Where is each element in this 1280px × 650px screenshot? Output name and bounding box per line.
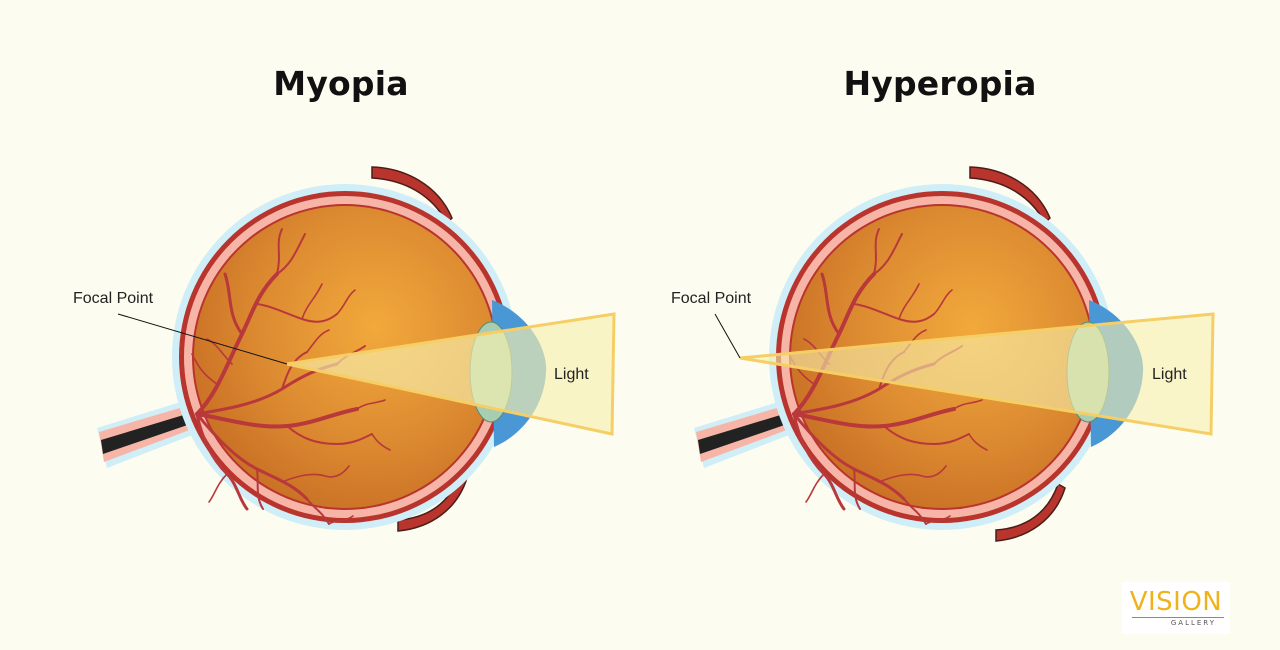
logo-sub-text: GALLERY [1132,617,1224,628]
myopia-light-label: Light [554,366,589,383]
hyperopia-eye: Focal Point Light [671,166,1215,542]
hyperopia-title: Hyperopia [843,64,1037,103]
myopia-title: Myopia [273,64,409,103]
myopia-focal-label: Focal Point [73,290,154,307]
logo-main-text: VISION [1129,587,1223,617]
focal-pointer [117,313,288,365]
light-beam [286,312,616,436]
focal-pointer [714,313,741,359]
vision-gallery-logo: VISION GALLERY [1122,582,1230,634]
light-beam [739,312,1215,436]
hyperopia-light-label: Light [1152,366,1187,383]
hyperopia-focal-label: Focal Point [671,290,752,307]
myopia-eye: Focal Point Light [73,166,616,532]
